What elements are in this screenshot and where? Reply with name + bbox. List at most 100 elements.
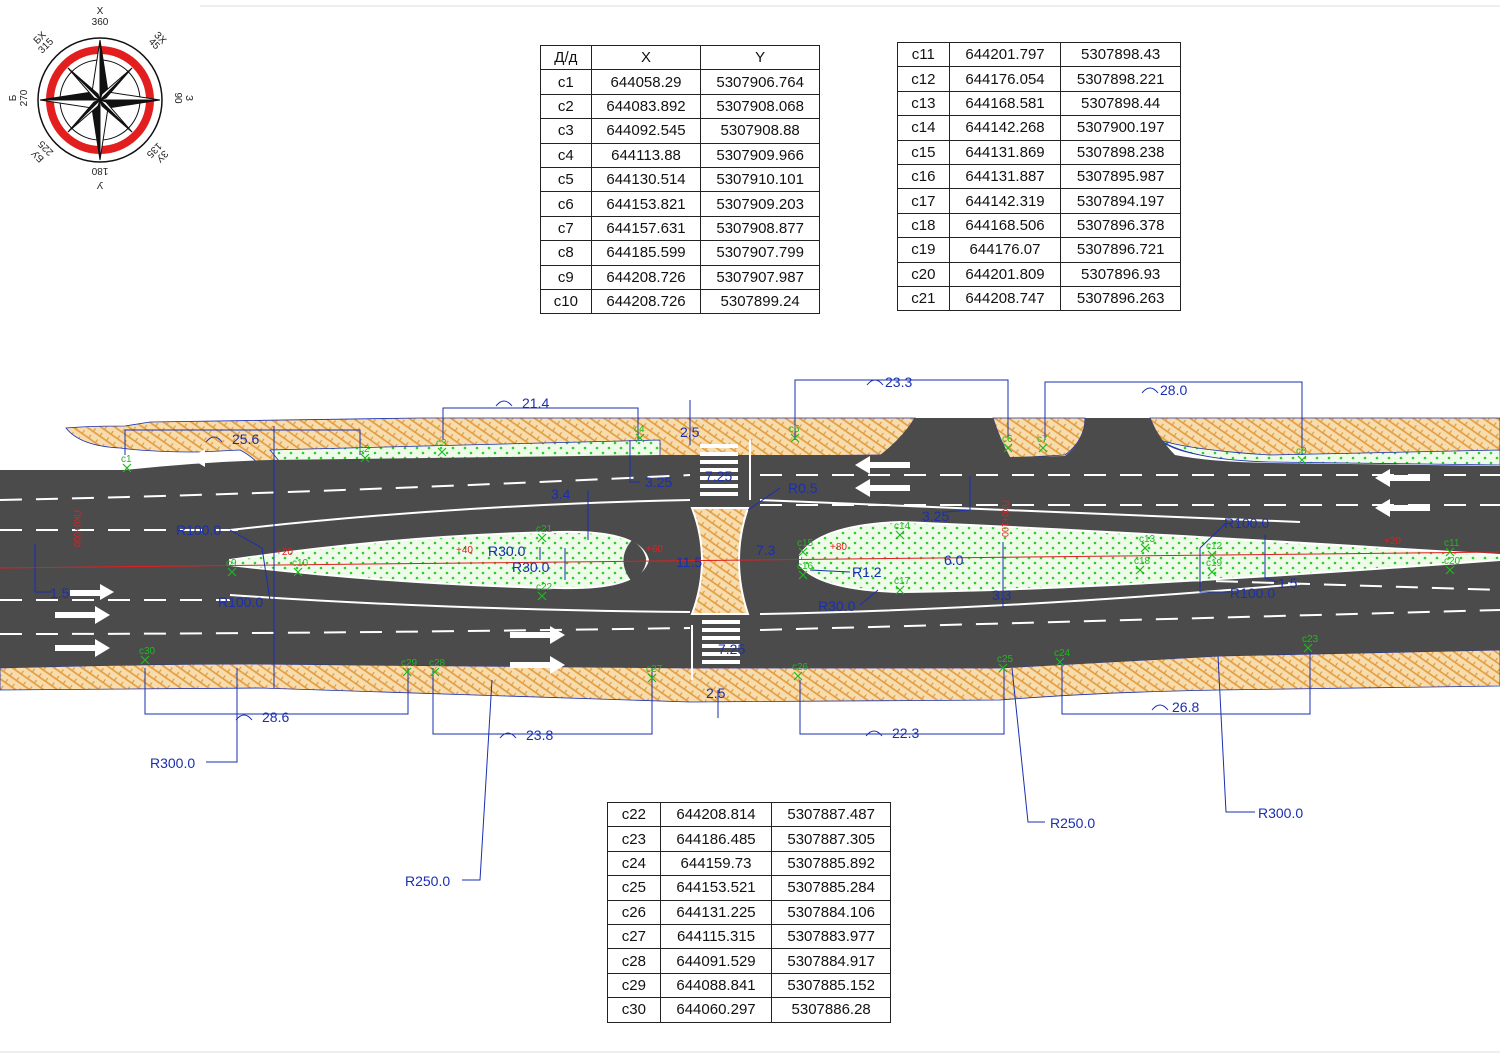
x-cell: 644142.319 xyxy=(948,188,1062,214)
x-cell: 644142.268 xyxy=(948,115,1062,141)
survey-point-marker xyxy=(293,567,303,577)
station-label: ПК0+100 xyxy=(1000,500,1010,537)
point-id-cell: c16 xyxy=(897,163,950,190)
point-id-cell: c25 xyxy=(607,875,661,901)
survey-point-label: c1 xyxy=(121,454,132,465)
y-cell: 5307909.203 xyxy=(700,191,820,217)
point-id-cell: c17 xyxy=(897,188,950,214)
x-cell: 644168.506 xyxy=(948,212,1062,239)
radius-dimension: R300.0 xyxy=(150,755,195,771)
survey-point-label: c12 xyxy=(1206,541,1223,552)
survey-point-marker xyxy=(1038,443,1048,453)
x-cell: 644113.88 xyxy=(590,142,702,168)
y-cell: 5307885.284 xyxy=(771,875,891,901)
survey-point-label: c19 xyxy=(1206,558,1223,569)
width-dimension: 2.5 xyxy=(706,685,726,701)
arc-dimension: 23.8 xyxy=(526,727,553,743)
survey-point-marker xyxy=(122,463,132,473)
dimension-leaders xyxy=(34,379,1311,881)
survey-point-marker xyxy=(430,667,440,677)
point-id-cell: c23 xyxy=(607,826,661,852)
width-dimension: 2.5 xyxy=(680,424,700,440)
radius-dimension: R100.0 xyxy=(1230,585,1275,601)
survey-point-label: c15 xyxy=(797,538,814,549)
right-median xyxy=(799,520,1500,594)
survey-point-marker xyxy=(1140,543,1150,553)
survey-point-label: c17 xyxy=(894,576,911,587)
survey-point-label: c18 xyxy=(1134,556,1151,567)
compass-rose-icon xyxy=(37,37,163,163)
station-label: +40 xyxy=(456,545,473,556)
radius-dimension: R1.2 xyxy=(852,564,882,580)
y-cell: 5307899.24 xyxy=(700,288,820,315)
y-cell: 5307896.378 xyxy=(1060,212,1181,239)
point-id-cell: c3 xyxy=(540,118,592,144)
point-id-cell: c12 xyxy=(897,66,950,92)
survey-point-marker xyxy=(798,547,808,557)
point-id-cell: c19 xyxy=(897,237,950,263)
width-dimension: 7.25 xyxy=(718,641,745,657)
x-cell: 644131.225 xyxy=(659,899,773,925)
point-id-cell: c13 xyxy=(897,90,950,117)
solid-edge-lines xyxy=(229,440,1301,680)
survey-point-marker xyxy=(1297,455,1307,465)
radius-dimension: R100.0 xyxy=(218,594,263,610)
survey-point-marker xyxy=(1207,550,1217,560)
survey-point-label: c3 xyxy=(436,438,447,449)
compass-south: У xyxy=(96,179,103,190)
x-cell: 644185.599 xyxy=(590,240,702,266)
y-cell: 5307898.44 xyxy=(1060,90,1181,117)
station-label: +20 xyxy=(276,547,293,558)
survey-point-marker xyxy=(227,567,237,577)
x-cell: 644115.315 xyxy=(659,923,773,950)
point-id-cell: c30 xyxy=(607,997,661,1023)
survey-point-marker xyxy=(1055,657,1065,667)
x-cell: 644153.521 xyxy=(659,875,773,901)
compass-east: З xyxy=(183,95,194,101)
survey-point-marker xyxy=(790,433,800,443)
x-cell: 644201.797 xyxy=(948,41,1062,68)
asphalt xyxy=(0,418,1500,668)
radius-dimension: R250.0 xyxy=(1050,815,1095,831)
width-dimension: 1.5 xyxy=(1278,575,1298,591)
survey-point-label: c11 xyxy=(1444,538,1460,549)
arc-dimension: 21.4 xyxy=(522,395,549,411)
x-cell: 644092.545 xyxy=(590,118,702,144)
arc-dimension: 23.3 xyxy=(885,374,912,390)
left-median xyxy=(229,530,650,590)
x-cell: 644157.631 xyxy=(590,215,702,242)
y-cell: 5307896.721 xyxy=(1060,237,1181,263)
point-id-cell: c27 xyxy=(607,923,661,950)
survey-point-label: c23 xyxy=(1302,634,1319,645)
traffic-arrows xyxy=(55,449,1430,674)
compass-north: Х xyxy=(97,6,104,17)
crosswalk-top xyxy=(700,444,738,496)
width-dimension: 7.25 xyxy=(705,468,732,484)
station-label: +20 xyxy=(1384,536,1401,547)
point-id-cell: c18 xyxy=(897,212,950,239)
survey-point-label: c25 xyxy=(997,654,1014,665)
central-island xyxy=(690,507,750,615)
point-id-cell: c8 xyxy=(540,240,592,266)
point-id-cell: c2 xyxy=(540,93,592,120)
y-cell: 5307885.892 xyxy=(771,850,891,877)
y-cell: 5307909.966 xyxy=(700,142,820,168)
header-y: Y xyxy=(700,44,820,71)
y-cell: 5307896.263 xyxy=(1060,285,1181,312)
radius-dimension: R30.0 xyxy=(818,598,856,614)
y-cell: 5307900.197 xyxy=(1060,115,1181,141)
